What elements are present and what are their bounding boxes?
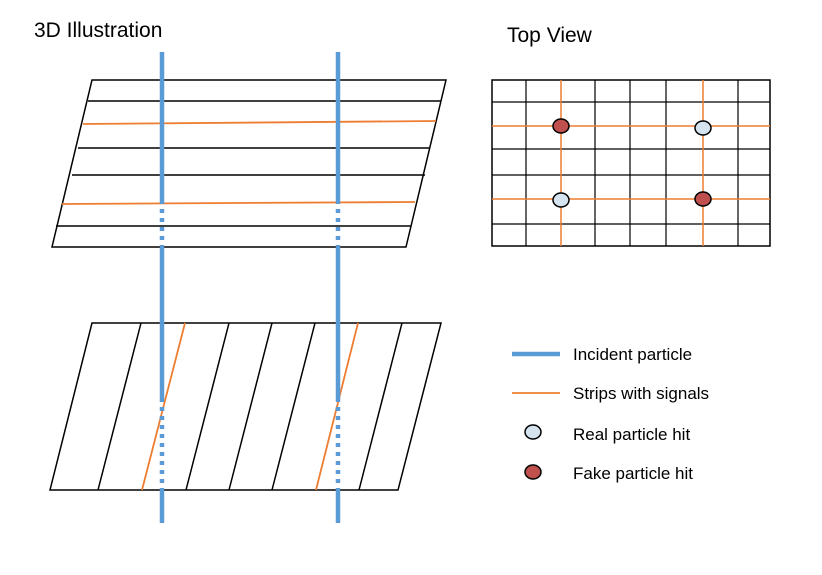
grid-outline [491,79,771,247]
title-top-view: Top View [507,24,593,47]
upper-signal-strip [82,120,437,125]
upper-signal-strip [61,201,416,205]
fake-hit-marker [552,118,570,134]
upper-strip-plane [51,79,447,248]
real-hit-marker [694,120,712,136]
real-hit-marker [552,192,570,208]
lower-strip-line [271,322,316,491]
top-view-grid [491,79,771,247]
legend-strips-with-signals: Strips with signals [573,384,709,403]
upper-plane-outline [51,79,447,248]
lower-strip-line [228,322,273,491]
title-3d-illustration: 3D Illustration [34,19,162,42]
lower-plane-outline [49,322,442,491]
legend-incident-particle: Incident particle [573,345,692,364]
legend: Incident particle Strips with signals Re… [512,345,709,483]
lower-signal-strip [141,322,186,491]
legend-fake-hit-swatch [524,464,542,480]
lower-strip-plane [49,322,442,491]
legend-real-particle-hit: Real particle hit [573,425,690,444]
fake-hit-marker [694,191,712,207]
lower-strip-line [97,322,142,491]
lower-strip-line [185,322,230,491]
lower-signal-strip [315,322,359,491]
lower-strip-line [358,322,403,491]
legend-fake-particle-hit: Fake particle hit [573,464,693,483]
legend-real-hit-swatch [524,424,542,440]
